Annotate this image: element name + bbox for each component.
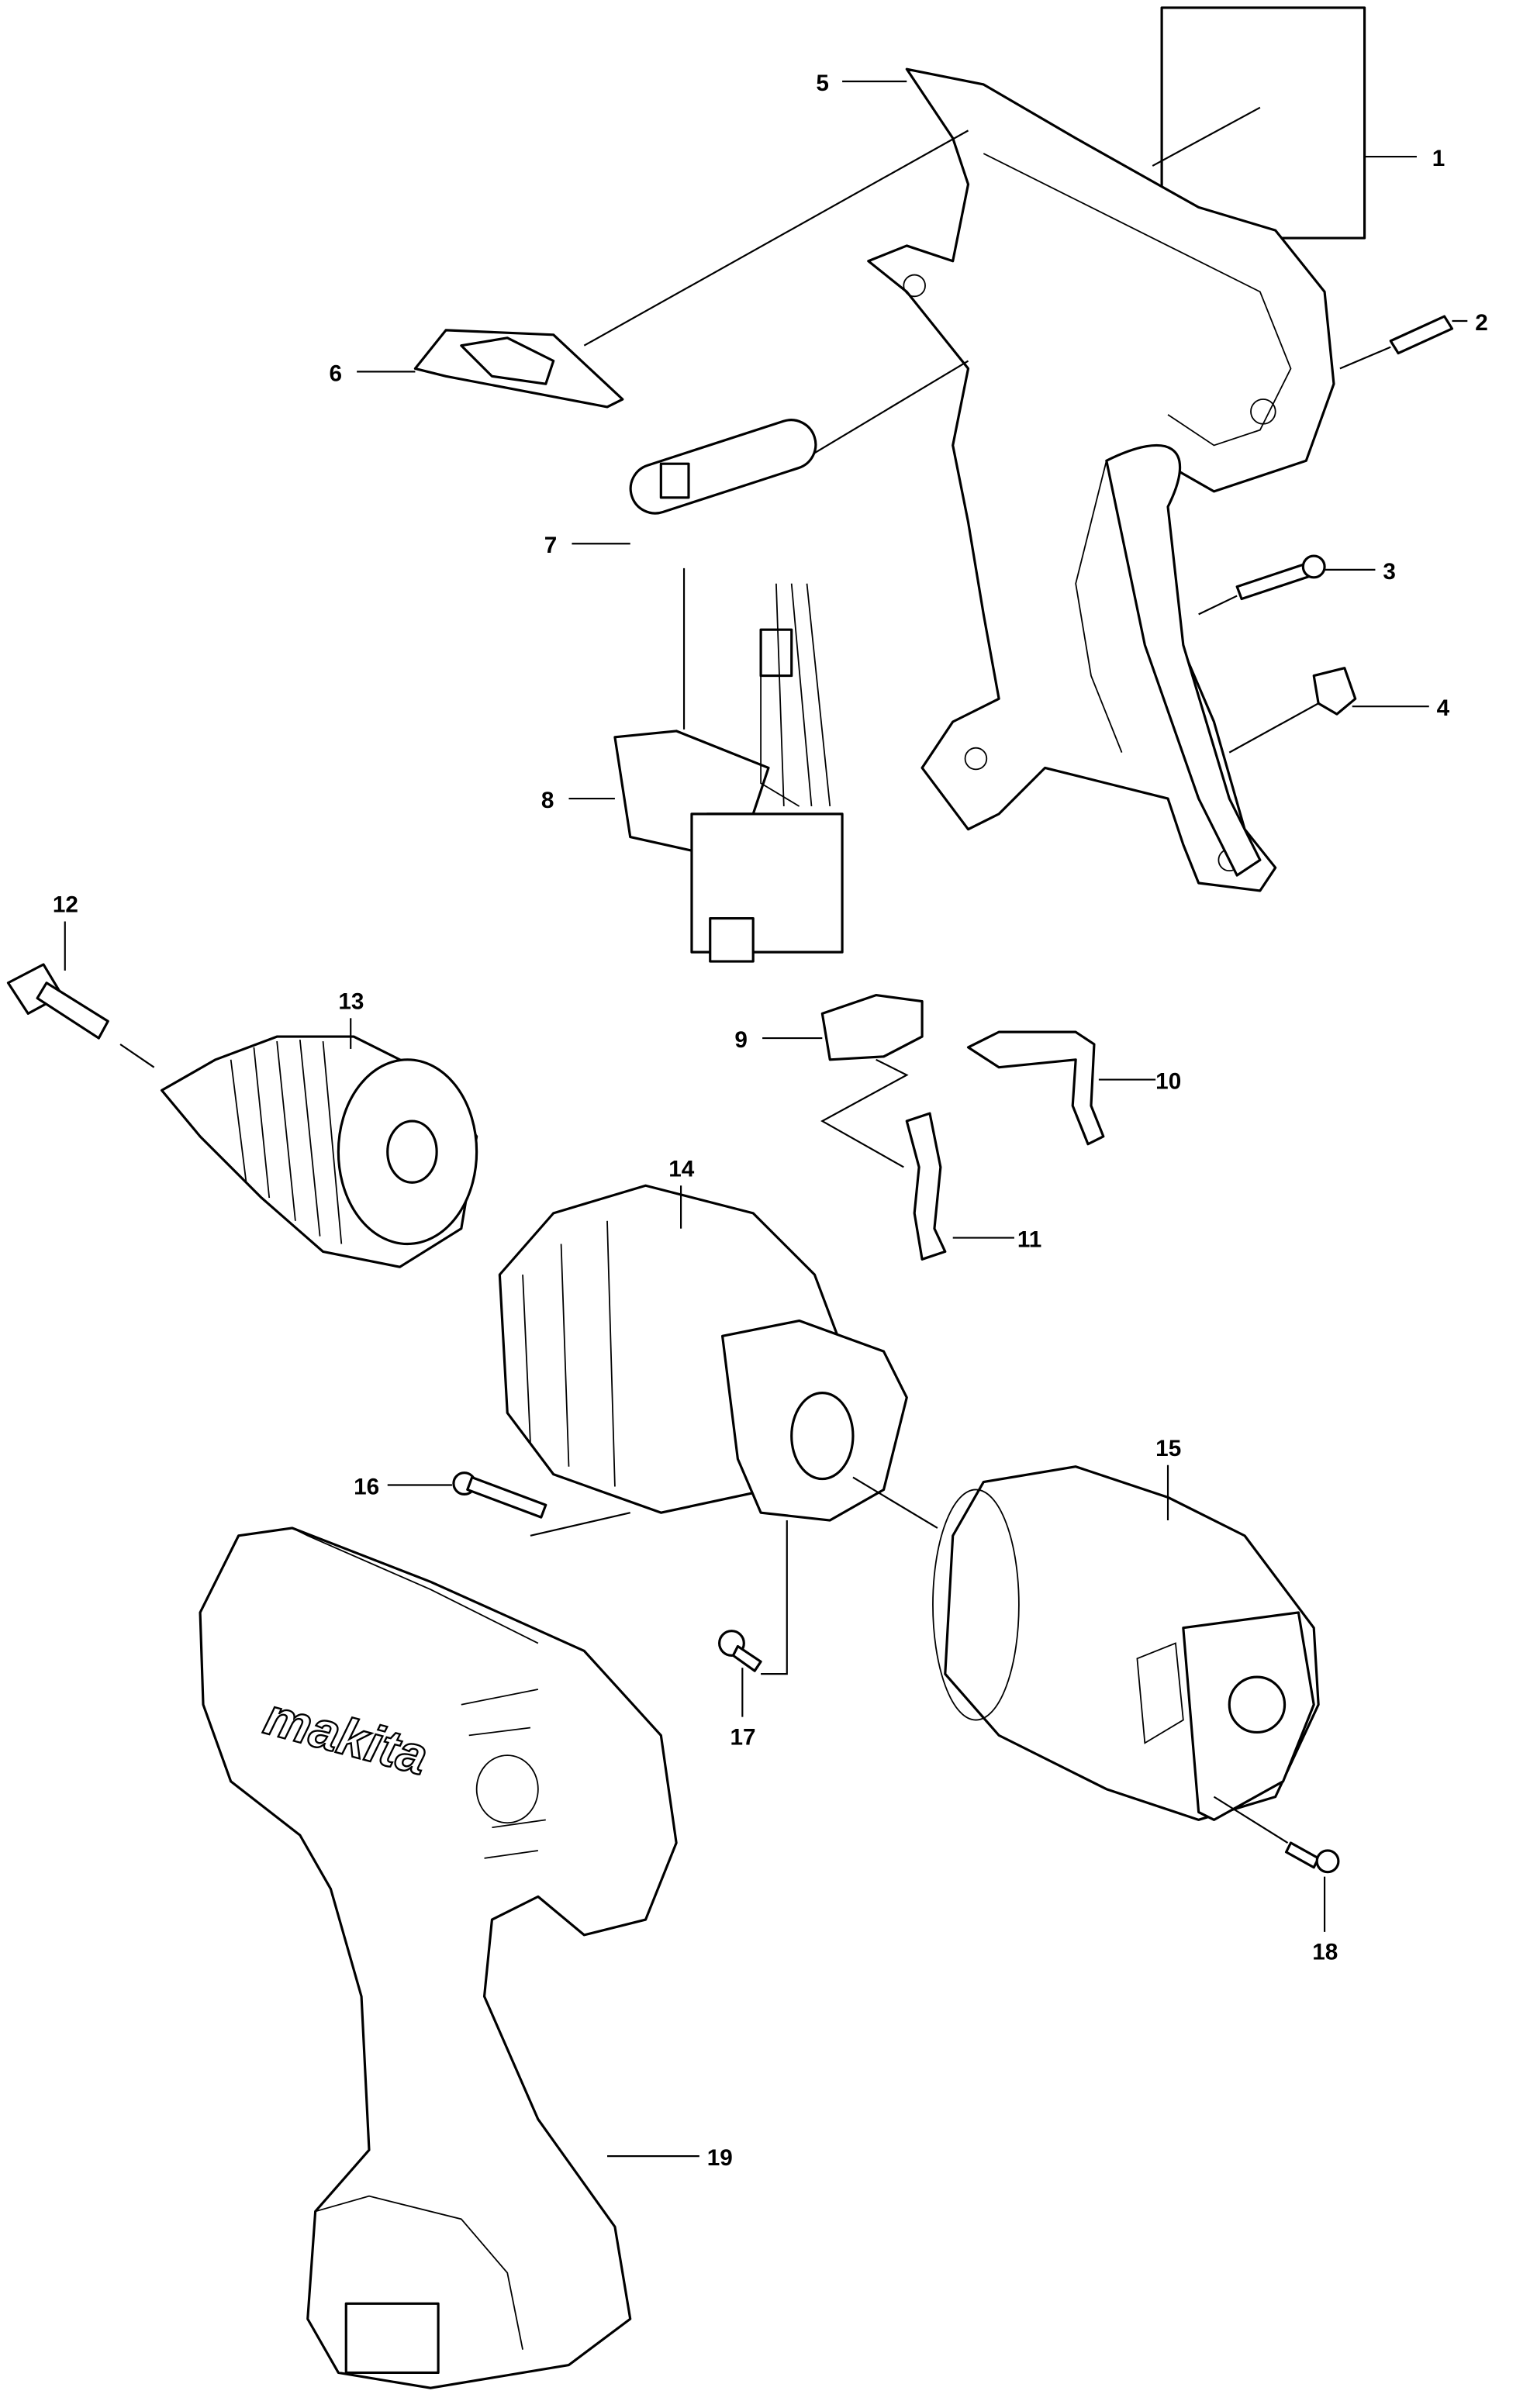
part-14-gear-assembly bbox=[498, 1184, 938, 1675]
callout-18: 18 bbox=[1312, 1940, 1338, 1965]
callout-4: 4 bbox=[1437, 695, 1450, 721]
part-11-terminal bbox=[905, 1112, 1014, 1261]
callout-14: 14 bbox=[668, 1156, 695, 1182]
callout-15: 15 bbox=[1155, 1436, 1181, 1461]
part-1-label bbox=[1152, 6, 1417, 240]
callout-16: 16 bbox=[354, 1474, 379, 1499]
callout-5: 5 bbox=[816, 71, 829, 96]
part-3-screw bbox=[1198, 554, 1376, 616]
part-9-brush-holder bbox=[762, 994, 924, 1168]
part-13-keyless-chuck bbox=[160, 1018, 478, 1268]
part-2-screw bbox=[1339, 315, 1468, 370]
callout-3: 3 bbox=[1383, 559, 1396, 585]
part-15-dc-motor bbox=[932, 1464, 1320, 1821]
callout-1: 1 bbox=[1432, 146, 1445, 171]
part-5-housing-half bbox=[583, 67, 1335, 892]
callout-17: 17 bbox=[730, 1724, 755, 1750]
callout-2: 2 bbox=[1475, 310, 1488, 336]
part-4-clip bbox=[1228, 667, 1429, 754]
part-17-screw bbox=[718, 1630, 762, 1717]
callout-11: 11 bbox=[1017, 1226, 1041, 1252]
callout-7: 7 bbox=[544, 533, 558, 558]
callout-13: 13 bbox=[338, 988, 364, 1014]
callout-6: 6 bbox=[329, 361, 342, 386]
part-18-screw bbox=[1213, 1796, 1340, 1932]
part-19-housing-set: makita bbox=[199, 1527, 699, 2389]
part-7-lever bbox=[572, 419, 817, 730]
callout-labels: 1 2 3 4 5 6 7 8 9 10 11 12 13 14 15 16 1… bbox=[53, 71, 1488, 2171]
callout-8: 8 bbox=[541, 788, 554, 813]
callout-10: 10 bbox=[1155, 1068, 1181, 1094]
part-6-switch-lever bbox=[357, 329, 624, 409]
part-12-chuck-screw bbox=[6, 921, 155, 1068]
part-10-terminal-plate bbox=[966, 1030, 1156, 1146]
callout-9: 9 bbox=[734, 1027, 748, 1053]
callout-12: 12 bbox=[53, 892, 78, 918]
part-8-trigger-switch bbox=[568, 583, 844, 963]
part-16-screw bbox=[387, 1471, 547, 1519]
callout-19: 19 bbox=[707, 2145, 733, 2171]
